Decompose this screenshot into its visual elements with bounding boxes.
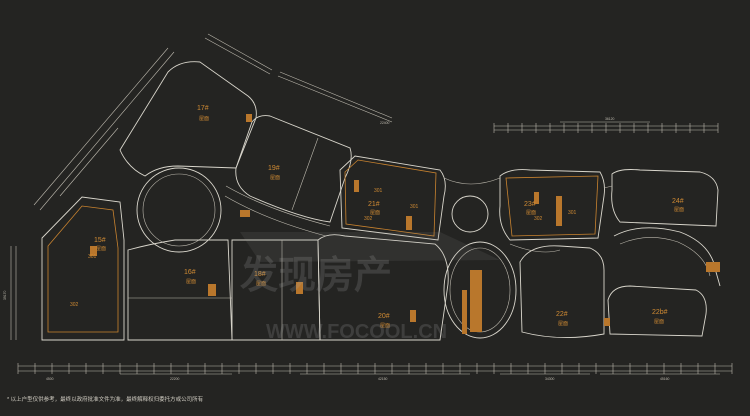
- room-labels: 301 302 301 302 301 302 301: [70, 188, 577, 308]
- svg-text:屋面: 屋面: [270, 175, 280, 181]
- building-16-label: 16#: [184, 269, 196, 276]
- room-label: 302: [70, 302, 79, 308]
- svg-text:4500: 4500: [46, 377, 54, 381]
- svg-text:屋面: 屋面: [654, 319, 664, 325]
- svg-text:42150: 42150: [378, 377, 388, 381]
- building-22-label: 22#: [556, 311, 568, 318]
- svg-text:屋面: 屋面: [199, 116, 209, 122]
- building-15-label: 15#: [94, 237, 106, 244]
- watermark: 发现房产 WWW.FOCOOL.CN: [240, 232, 500, 343]
- svg-text:WWW.FOCOOL.CN: WWW.FOCOOL.CN: [266, 321, 447, 343]
- footnote: * 以上户型仅供参考，最终以政府批准文件为准，最终解释权归委托方或公司所有: [7, 397, 204, 403]
- svg-text:22200: 22200: [170, 377, 180, 381]
- room-label: 301: [568, 210, 577, 216]
- svg-text:34300: 34300: [545, 377, 555, 381]
- room-label: 302: [364, 216, 373, 222]
- svg-text:屋面: 屋面: [370, 210, 380, 216]
- room-label: 301: [410, 204, 419, 210]
- building-labels: 17# 屋面 19# 屋面 21# 屋面 23# 屋面 24# 屋面 15# 屋…: [94, 105, 684, 329]
- building-19-label: 19#: [268, 165, 280, 172]
- room-label: 301: [374, 188, 383, 194]
- svg-text:屋面: 屋面: [674, 207, 684, 213]
- svg-text:屋面: 屋面: [186, 279, 196, 285]
- building-22b-label: 22b#: [652, 309, 668, 316]
- building-18-label: 18#: [254, 271, 266, 278]
- building-24-label: 24#: [672, 198, 684, 205]
- building-17-label: 17#: [197, 105, 209, 112]
- room-label: 301: [88, 254, 97, 260]
- room-label: 302: [534, 216, 543, 222]
- stair-cores: [90, 114, 720, 334]
- building-23-label: 23#: [524, 201, 536, 208]
- svg-text:39170: 39170: [3, 290, 7, 300]
- svg-text:22400: 22400: [380, 121, 390, 125]
- svg-text:45160: 45160: [660, 377, 670, 381]
- site-outline: [41, 61, 721, 341]
- svg-text:屋面: 屋面: [380, 323, 390, 329]
- svg-text:屋面: 屋面: [526, 210, 536, 216]
- building-20-label: 20#: [378, 313, 390, 320]
- building-21-label: 21#: [368, 201, 380, 208]
- svg-text:屋面: 屋面: [96, 246, 106, 252]
- dimension-lines: 39170 22400 36120 22200 42150 34300 4516…: [3, 33, 733, 381]
- svg-text:36120: 36120: [605, 117, 615, 121]
- svg-text:发现房产: 发现房产: [240, 255, 392, 297]
- svg-text:屋面: 屋面: [256, 281, 266, 287]
- svg-text:屋面: 屋面: [558, 321, 568, 327]
